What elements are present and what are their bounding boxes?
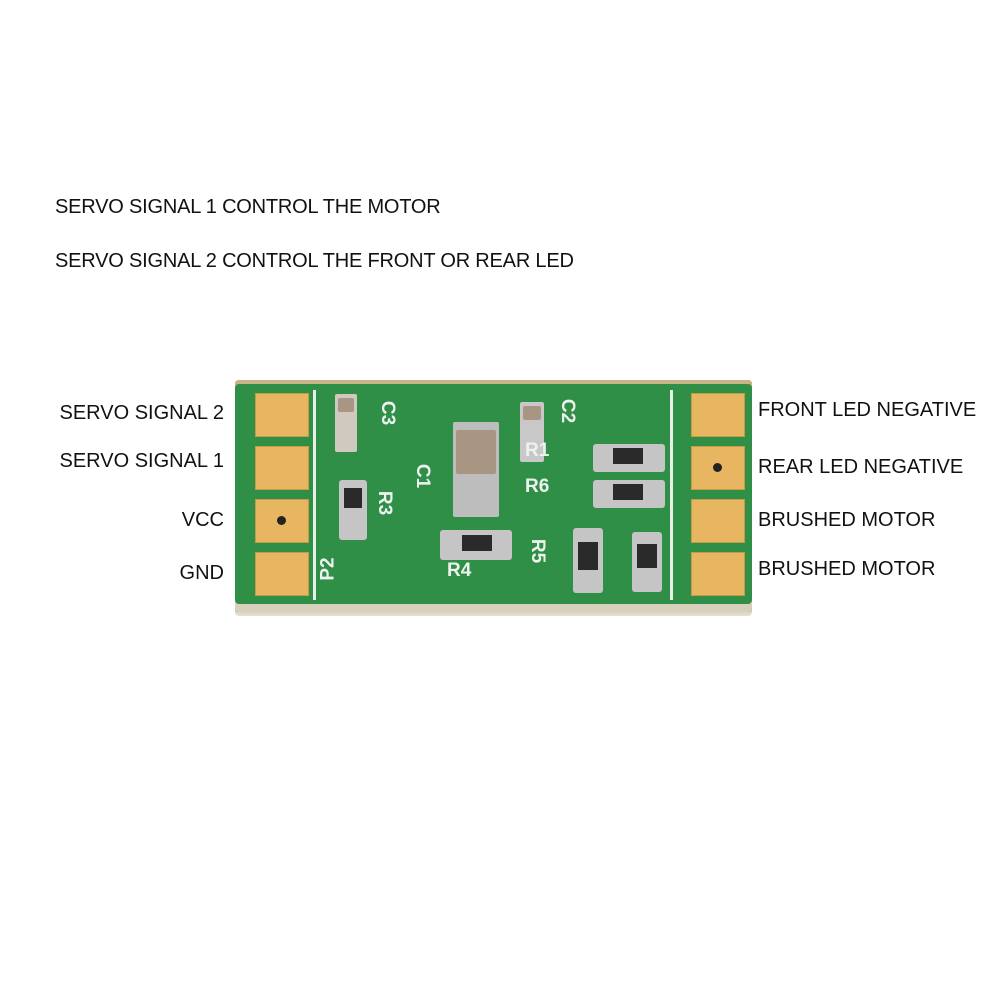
- silk-p2: P2: [317, 557, 339, 581]
- pad-vcc: [255, 499, 309, 543]
- label-servo-signal-1: SERVO SIGNAL 1: [59, 450, 224, 472]
- capacitor-c2: [520, 402, 544, 462]
- silk-c3: C3: [377, 400, 399, 426]
- pad-servo-signal-1: [255, 446, 309, 490]
- label-brushed-motor-1: BRUSHED MOTOR: [758, 509, 936, 531]
- note-led: SERVO SIGNAL 2 CONTROL THE FRONT OR REAR…: [55, 250, 574, 272]
- label-gnd: GND: [179, 562, 224, 584]
- label-rear-led-negative: REAR LED NEGATIVE: [758, 456, 964, 478]
- resistor-r7: [632, 532, 662, 592]
- label-servo-signal-2: SERVO SIGNAL 2: [59, 402, 224, 424]
- pad-gnd: [255, 552, 309, 596]
- note-motor: SERVO SIGNAL 1 CONTROL THE MOTOR: [55, 196, 441, 218]
- resistor-r3: [339, 480, 367, 540]
- pad-front-led: [691, 393, 745, 437]
- resistor-r5: [573, 528, 603, 593]
- label-front-led-negative: FRONT LED NEGATIVE: [758, 399, 977, 421]
- resistor-r6: [593, 480, 665, 508]
- capacitor-c1: [453, 422, 499, 517]
- pcb-board: C3 C1 C2 R3 R1 R6 R4 R5 P2: [235, 380, 752, 612]
- silk-r1: R1: [525, 440, 550, 461]
- silk-c1: C1: [412, 463, 434, 489]
- silk-r3: R3: [374, 490, 396, 516]
- label-brushed-motor-2: BRUSHED MOTOR: [758, 558, 936, 580]
- right-rail: [670, 390, 673, 600]
- silk-c2: C2: [557, 398, 579, 424]
- pad-motor-2: [691, 552, 745, 596]
- via-hole: [277, 516, 286, 525]
- pad-servo-signal-2: [255, 393, 309, 437]
- resistor-r4: [440, 530, 512, 560]
- capacitor-c3: [335, 394, 357, 452]
- silk-r5: R5: [527, 538, 549, 564]
- via-hole: [713, 463, 722, 472]
- resistor-r1: [593, 444, 665, 472]
- silk-r6: R6: [525, 476, 550, 497]
- pad-rear-led: [691, 446, 745, 490]
- left-rail: [313, 390, 316, 600]
- label-vcc: VCC: [181, 509, 224, 531]
- pad-motor-1: [691, 499, 745, 543]
- silk-r4: R4: [447, 560, 472, 581]
